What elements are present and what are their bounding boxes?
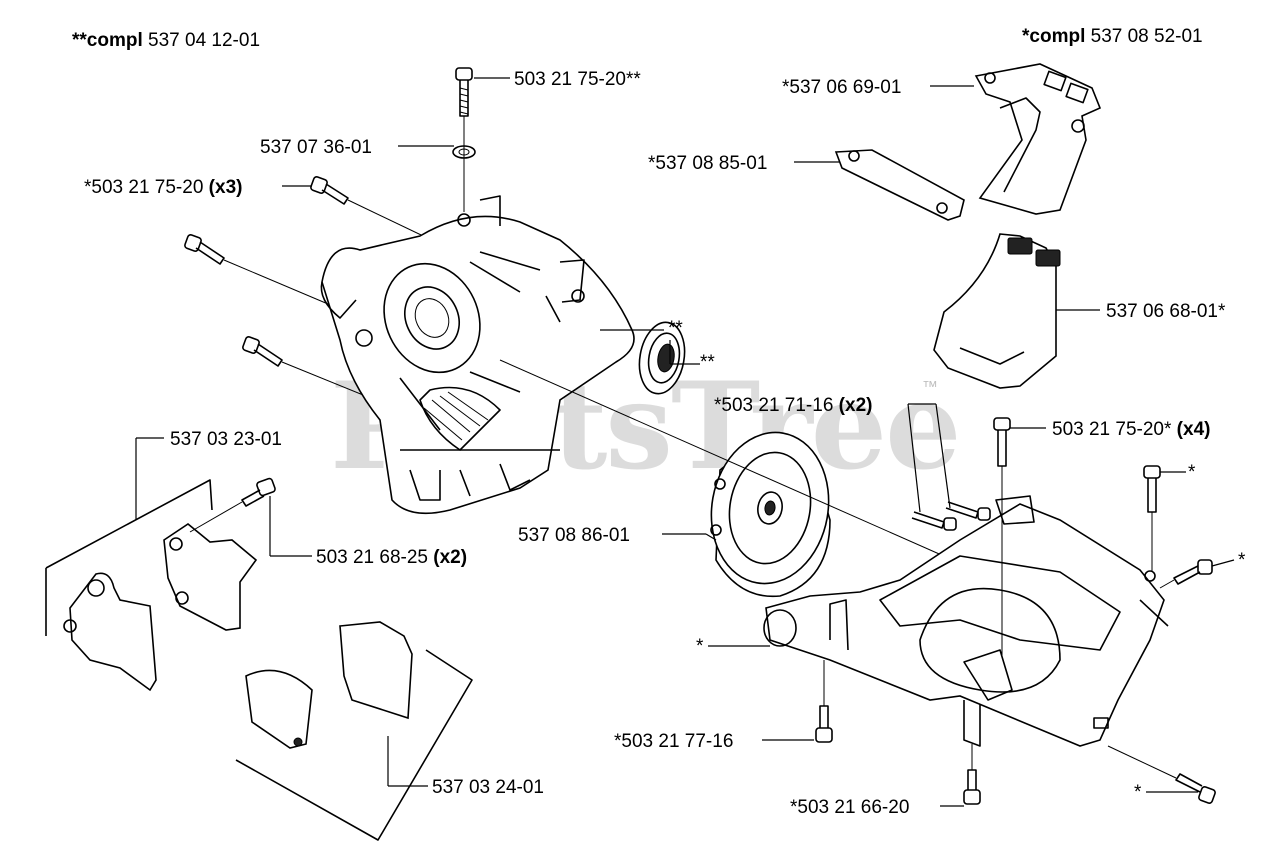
label-housing-mark: ** bbox=[668, 318, 683, 339]
header-right: *compl 537 08 52-01 bbox=[1022, 26, 1203, 47]
label-gasket-small: *537 08 85-01 bbox=[648, 153, 767, 174]
label-screws-x4: 503 21 75-20* (x4) bbox=[1052, 419, 1210, 440]
fan-housing bbox=[320, 195, 635, 515]
label-mark-crankcase: * bbox=[696, 636, 704, 657]
label-pulley: 537 08 86-01 bbox=[518, 525, 630, 546]
label-screws-x3: *503 21 75-20 (x3) bbox=[84, 177, 242, 198]
screw-top bbox=[455, 67, 473, 212]
label-bracket-upper: 537 03 23-01 bbox=[170, 429, 282, 450]
gasket-small bbox=[834, 149, 965, 221]
screws-right bbox=[815, 417, 1216, 805]
label-screw-bottom: *503 21 66-20 bbox=[790, 797, 909, 818]
washer bbox=[452, 145, 476, 159]
label-mark-right-top: * bbox=[1188, 462, 1196, 483]
shaft-line bbox=[499, 359, 981, 573]
bracket-upper bbox=[45, 479, 258, 692]
label-washer: 537 07 36-01 bbox=[260, 137, 372, 158]
label-screws-x2-right: *503 21 71-16 (x2) bbox=[714, 395, 872, 416]
pulley bbox=[710, 431, 831, 598]
label-bracket-lower: 537 03 24-01 bbox=[432, 777, 544, 798]
gasket-top bbox=[974, 63, 1102, 215]
bracket-lower bbox=[235, 621, 473, 841]
cover-shield bbox=[933, 233, 1061, 389]
label-screw-top: 503 21 75-20** bbox=[514, 69, 641, 90]
watermark-trademark: ™ bbox=[922, 379, 938, 396]
header-left: **compl 537 04 12-01 bbox=[72, 30, 260, 51]
crankcase bbox=[763, 495, 1169, 747]
screw-bracket bbox=[189, 477, 276, 533]
label-cover-shield: 537 06 68-01* bbox=[1106, 301, 1226, 322]
leader-lines bbox=[135, 77, 1235, 807]
label-mark-right-side: * bbox=[1238, 550, 1246, 571]
label-mark-bottom-right: * bbox=[1134, 782, 1142, 803]
label-screw-x2-left: 503 21 68-25 (x2) bbox=[316, 547, 467, 568]
label-bearing-mark: ** bbox=[700, 352, 715, 373]
label-gasket-top: *537 06 69-01 bbox=[782, 77, 901, 98]
label-screw-bottom-left: *503 21 77-16 bbox=[614, 731, 733, 752]
